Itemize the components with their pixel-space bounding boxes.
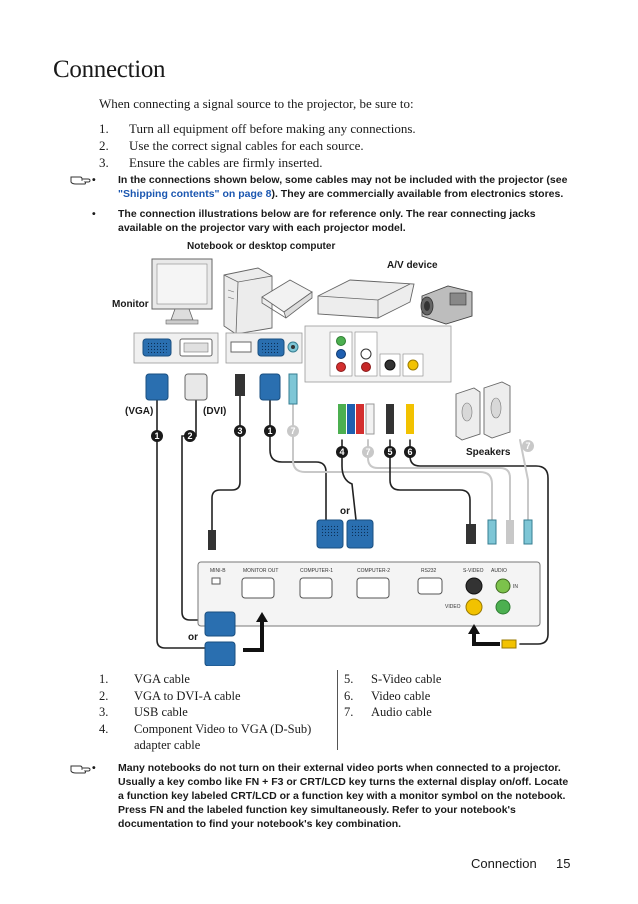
notebook-illustration — [261, 279, 313, 319]
svg-text:MONITOR OUT: MONITOR OUT — [243, 568, 278, 574]
svg-text:S-VIDEO: S-VIDEO — [463, 568, 484, 574]
footer-section: Connection — [471, 856, 537, 871]
svg-text:2: 2 — [187, 431, 192, 441]
computer-label: Notebook or desktop computer — [187, 241, 335, 252]
monitor-label: Monitor — [112, 299, 149, 310]
speakers-illustration — [455, 381, 511, 441]
vga-label: (VGA) — [125, 406, 153, 417]
monitor-illustration — [151, 258, 213, 325]
svg-text:5: 5 — [387, 447, 392, 457]
svg-text:1: 1 — [154, 431, 159, 441]
svg-text:7: 7 — [290, 426, 295, 436]
cables — [156, 395, 549, 649]
note-bullet-shipping: • In the connections shown below, some c… — [92, 174, 568, 200]
list-item: 3.USB cable — [99, 705, 188, 719]
list-item: 2. Use the correct signal cables for eac… — [99, 138, 364, 153]
steps-list: 1. Turn all equipment off before making … — [99, 120, 499, 171]
cable-legend-left: 1.VGA cable 2.VGA to DVI-A cable 3.USB c… — [99, 671, 334, 754]
svg-text:3: 3 — [237, 426, 242, 436]
av-output-panel — [304, 325, 452, 383]
svg-text:RS232: RS232 — [421, 568, 437, 574]
svg-text:7: 7 — [525, 441, 530, 451]
list-item: 5.S-Video cable — [344, 672, 442, 686]
list-item: 3. Ensure the cables are firmly inserted… — [99, 155, 323, 170]
svg-text:COMPUTER-1: COMPUTER-1 — [300, 568, 333, 574]
page-title: Connection — [53, 56, 166, 83]
computer-port-panel — [133, 332, 303, 364]
cable-number-badges: 1 2 3 1 7 4 7 5 6 7 — [151, 425, 534, 458]
connection-diagram: Notebook or desktop computer A/V device … — [112, 241, 549, 666]
dvd-player-illustration — [317, 279, 415, 319]
svg-text:MINI-B: MINI-B — [210, 568, 226, 574]
cable-plugs-top — [145, 373, 414, 435]
list-item: 1.VGA cable — [99, 672, 190, 686]
svg-text:4: 4 — [339, 447, 344, 457]
note-hand-icon — [70, 765, 91, 774]
svg-text:7: 7 — [365, 447, 370, 457]
or-label-bottom: or — [188, 632, 198, 643]
cable-legend-right: 5.S-Video cable 6.Video cable 7.Audio ca… — [344, 671, 544, 721]
footer-page-number: 15 — [556, 856, 571, 871]
av-device-label: A/V device — [387, 260, 438, 271]
legend-divider — [337, 670, 338, 750]
list-item: 7.Audio cable — [344, 705, 432, 719]
shipping-contents-link[interactable]: "Shipping contents" on page 8 — [118, 188, 272, 200]
desktop-tower-illustration — [223, 267, 273, 335]
dvi-label: (DVI) — [203, 406, 226, 417]
svg-text:6: 6 — [407, 447, 412, 457]
svg-text:1: 1 — [267, 426, 272, 436]
vga-plugs-middle — [208, 519, 533, 550]
intro-text: When connecting a signal source to the p… — [99, 96, 414, 111]
svg-text:VIDEO: VIDEO — [445, 604, 461, 610]
or-label-top: or — [340, 506, 350, 517]
list-item: adapter cable — [134, 738, 201, 752]
camcorder-illustration — [420, 285, 473, 325]
list-item: 4.Component Video to VGA (D-Sub) — [99, 721, 312, 736]
speakers-label: Speakers — [466, 447, 511, 458]
svg-text:AUDIO: AUDIO — [491, 568, 507, 574]
note-bullet-notebook-ports: • Many notebooks do not turn on their ex… — [92, 762, 569, 830]
note-bullet-illustrations: • The connection illustrations below are… — [92, 208, 536, 234]
svg-text:IN: IN — [513, 584, 518, 590]
list-item: 6.Video cable — [344, 688, 431, 703]
projector-rear-panel: MINI-B MONITOR OUT COMPUTER-1 COMPUTER-2… — [197, 561, 541, 627]
bottom-plugs — [204, 611, 517, 666]
note-hand-icon — [70, 176, 91, 185]
list-item: 1. Turn all equipment off before making … — [99, 121, 416, 136]
list-item: 2.VGA to DVI-A cable — [99, 688, 241, 703]
svg-text:COMPUTER-2: COMPUTER-2 — [357, 568, 390, 574]
